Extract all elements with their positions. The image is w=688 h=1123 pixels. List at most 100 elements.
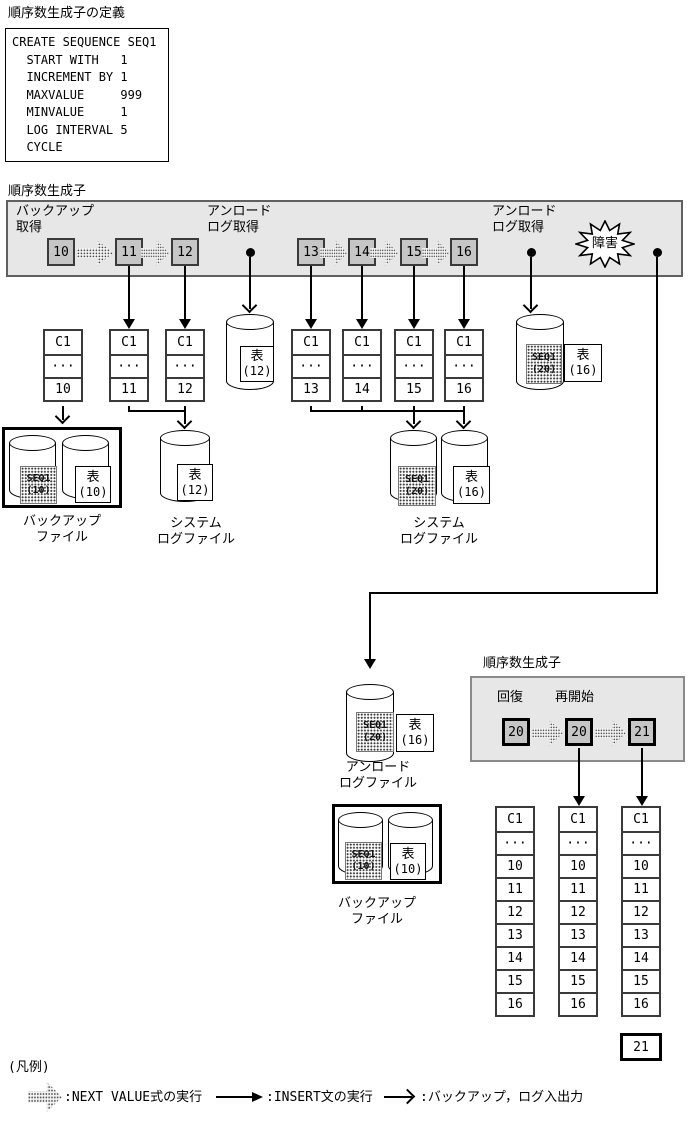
- table-file-10-box-2: 表(10): [390, 843, 426, 880]
- table-state-col-13: C1···13: [291, 329, 331, 402]
- table-file-line2: (16): [568, 363, 598, 377]
- table-state-col-11: C1···11: [109, 329, 149, 402]
- connector-line: [310, 410, 465, 412]
- insert-arrow-line: [310, 266, 312, 320]
- insert-arrow-head: [123, 319, 135, 329]
- connector-line: [128, 410, 186, 412]
- syslog1-label-2: ログファイル: [156, 532, 235, 547]
- insert-arrow-line: [184, 266, 186, 320]
- seq-value-box-20a: 20: [502, 718, 530, 746]
- restart-label: 再開始: [555, 690, 595, 705]
- insert-arrow-line: [361, 266, 363, 320]
- insert-arrow-head: [179, 319, 191, 329]
- unload-point-bullet-3: [653, 248, 662, 257]
- legend-io-arrow-icon: [384, 1096, 412, 1098]
- log-output-arrow-line: [463, 406, 465, 424]
- connector-line: [128, 406, 130, 412]
- backup-get-label-1: バックアップ: [16, 204, 95, 219]
- seq-file-10-box: SEQ1(10): [20, 466, 57, 504]
- definition-title: 順序数生成子の定義: [8, 6, 126, 21]
- insert-arrow-line: [578, 748, 580, 797]
- table-file-12-box: 表 (12): [240, 346, 274, 382]
- recovery-connector-line: [369, 592, 658, 594]
- log-output-arrow-line: [249, 257, 251, 309]
- recovered-table-col-1: C1 ··· 10 11 12 13 14 15 16: [495, 806, 535, 1017]
- generator-title-top: 順序数生成子: [8, 184, 87, 199]
- log-output-arrow-line: [413, 406, 415, 424]
- unload-log-file-label-2: ログファイル: [338, 776, 417, 791]
- seq-value-box-14: 14: [348, 238, 376, 266]
- table-state-col-15: C1···15: [394, 329, 434, 402]
- recovery-connector-head: [364, 659, 376, 669]
- next-value-arrow-icon: [595, 720, 626, 746]
- table-file-line2: (12): [242, 364, 272, 378]
- legend-insert-text: :INSERT文の実行: [266, 1090, 373, 1105]
- insert-arrow-line: [413, 266, 415, 320]
- seq-value-box-21: 21: [628, 718, 656, 746]
- unload-log-label2-1: アンロード: [492, 204, 557, 219]
- unload-log-label1-2: ログ取得: [207, 220, 260, 235]
- syslog1-label-1: システム: [170, 516, 222, 531]
- create-sequence-code-box: CREATE SEQUENCE SEQ1 START WITH 1 INCREM…: [5, 28, 169, 162]
- seq-file-20-box: SEQ1 (20): [526, 344, 562, 384]
- backup-arrow-line: [62, 406, 64, 420]
- backup-arrow-head: [54, 408, 71, 425]
- table-state-col-14: C1···14: [342, 329, 382, 402]
- seq-value-box-11: 11: [115, 238, 143, 266]
- recover-label: 回復: [497, 690, 524, 705]
- next-value-arrow-icon: [532, 720, 563, 746]
- recovery-connector-line: [369, 592, 371, 660]
- insert-arrow-line: [128, 266, 130, 320]
- insert-arrow-head: [305, 319, 317, 329]
- connector-line: [310, 406, 312, 412]
- seq-file-line2: (20): [531, 364, 557, 375]
- table-file-10-box: 表(10): [75, 466, 111, 503]
- table-state-col-10: C1···10: [43, 329, 83, 402]
- table-file-16-box-3: 表(16): [396, 714, 434, 752]
- recovery-connector-line: [656, 257, 658, 594]
- table-file-line1: 表: [250, 349, 264, 364]
- table-file-16-box: 表 (16): [564, 344, 602, 382]
- log-output-arrow-head: [455, 413, 472, 430]
- seq-file-20-box-3: SEQ1(20): [356, 712, 394, 752]
- log-output-arrow-head: [522, 297, 539, 314]
- seq-file-10-box-2: SEQ1(10): [345, 842, 382, 880]
- table-file-12-box-2: 表(12): [177, 464, 213, 501]
- legend-insert-arrow-icon: [216, 1096, 254, 1098]
- legend-title: (凡例): [8, 1060, 50, 1075]
- seq-value-box-10: 10: [47, 238, 75, 266]
- next-value-arrow-icon: [320, 240, 347, 266]
- failure-starburst-icon: [573, 219, 637, 269]
- next-value-arrow-icon: [422, 240, 449, 266]
- seq-value-box-16: 16: [450, 238, 478, 266]
- insert-arrow-line: [463, 266, 465, 320]
- unload-point-bullet-1: [246, 248, 255, 257]
- backup-file2-label-1: バックアップ: [337, 896, 416, 911]
- table-file-line1: 表: [576, 348, 590, 363]
- insert-arrow-head: [458, 319, 470, 329]
- log-output-arrow-head: [405, 413, 422, 430]
- connector-line: [361, 406, 363, 412]
- seq-file-20-box-2: SEQ1(20): [398, 466, 436, 506]
- failure-label: 障害: [592, 236, 619, 251]
- legend-next-value-text: :NEXT VALUE式の実行: [64, 1090, 203, 1105]
- next-value-arrow-icon: [77, 240, 113, 266]
- recovered-table-col-2: C1 ··· 10 11 12 13 14 15 16: [558, 806, 598, 1017]
- legend-io-text: :バックアップ，ログ入出力: [420, 1090, 584, 1105]
- backup-file-label-2: ファイル: [35, 530, 88, 545]
- backup-file-label-1: バックアップ: [22, 514, 101, 529]
- backup-get-label-2: 取得: [16, 220, 43, 235]
- new-row-21-box: 21: [620, 1033, 662, 1061]
- unload-log-label2-2: ログ取得: [492, 220, 545, 235]
- next-value-arrow-icon: [370, 240, 398, 266]
- table-state-col-16: C1···16: [444, 329, 484, 402]
- backup-file2-label-2: ファイル: [350, 912, 403, 927]
- syslog2-label-1: システム: [413, 516, 465, 531]
- generator-title-bottom: 順序数生成子: [483, 656, 562, 671]
- next-value-arrow-icon: [141, 240, 169, 266]
- syslog2-label-2: ログファイル: [399, 532, 478, 547]
- insert-arrow-head: [408, 319, 420, 329]
- recovered-table-col-3: C1 ··· 10 11 12 13 14 15 16: [621, 806, 661, 1017]
- unload-point-bullet-2: [527, 248, 536, 257]
